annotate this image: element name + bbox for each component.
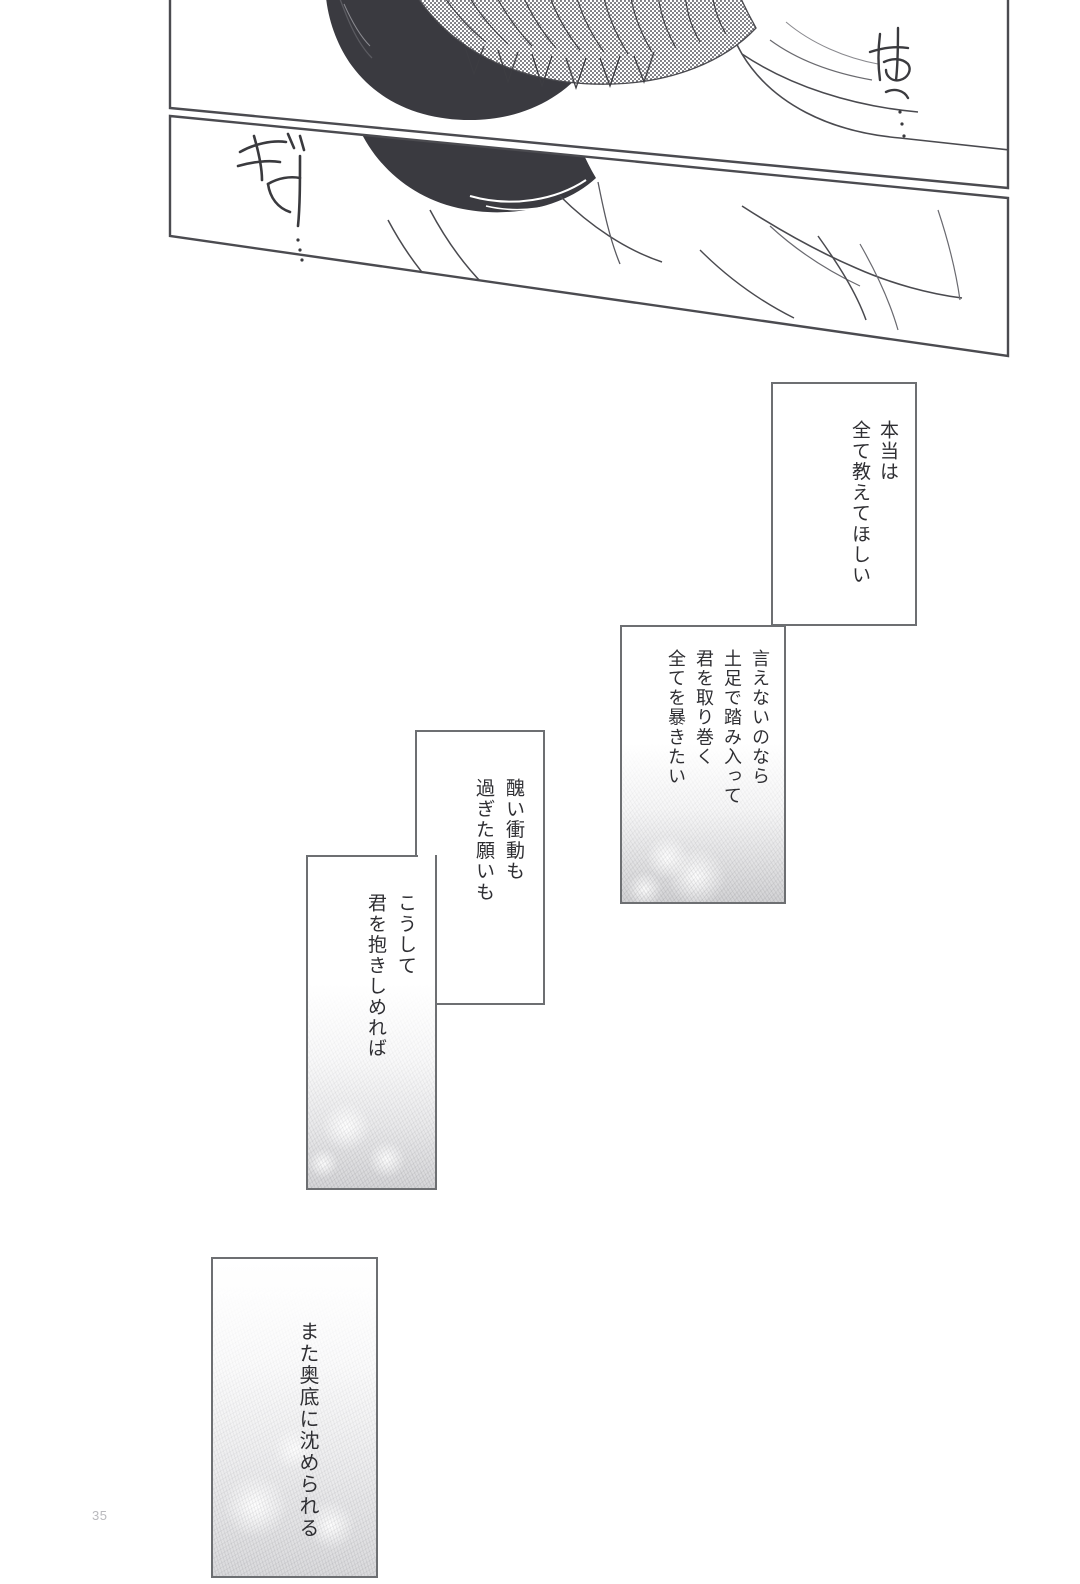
text-panel-4-inner: こうして 君を抱きしめれば [308,857,435,1188]
text-panel-3-line-1: 醜い衝動も [503,778,525,882]
text-panel-5: また奥底に沈められる [211,1257,378,1578]
text-panel-1: 本当は 全て教えてほしい [771,382,917,626]
sfx-ha-icon [868,26,911,138]
text-panel-4-line-2: 君を抱きしめれば [365,893,387,1059]
page-number: 35 [92,1508,108,1523]
top-illustration-panel-group [0,0,1080,380]
text-panel-1-line-2: 全て教えてほしい [849,420,871,586]
text-panel-2-line-4: 全てを暴きたい [665,649,686,787]
text-panel-2-inner: 言えないのなら 土足で踏み入って 君を取り巻く 全てを暴きたい [622,627,784,902]
art-panel-upper-border [168,0,1010,190]
text-panel-5-inner: また奥底に沈められる [213,1259,376,1576]
art-panel-lower-border [168,114,1010,358]
text-panel-2-line-2: 土足で踏み入って [721,649,742,806]
text-panel-2-line-1: 言えないのなら [749,649,770,787]
text-panel-1-inner: 本当は 全て教えてほしい [773,384,915,624]
sfx-gyu-icon [236,132,306,262]
text-panel-4-line-1: こうして [395,893,417,976]
panel-step-joint [418,853,435,859]
text-panel-1-line-1: 本当は [877,420,899,483]
text-panel-3-line-2: 過ぎた願いも [473,778,495,903]
text-panel-2-line-3: 君を取り巻く [693,649,714,767]
text-panel-2: 言えないのなら 土足で踏み入って 君を取り巻く 全てを暴きたい [620,625,786,904]
text-panel-4: こうして 君を抱きしめれば [306,855,437,1190]
text-panel-5-line-1: また奥底に沈められる [296,1321,320,1539]
text-panel-3-inner: 醜い衝動も 過ぎた願いも [417,732,543,1003]
